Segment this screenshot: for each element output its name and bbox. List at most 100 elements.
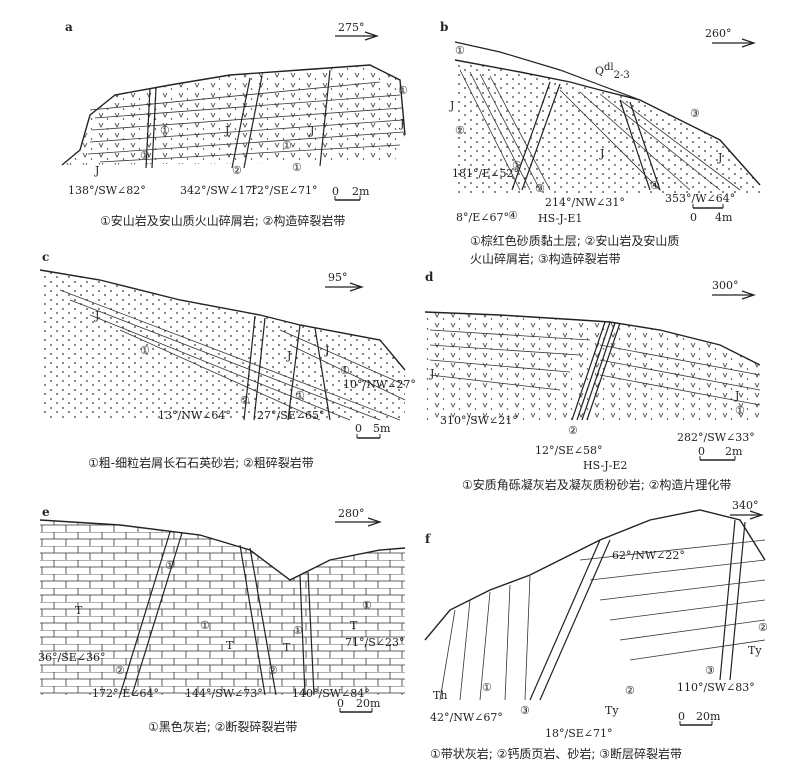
- panel-e-scale-end: 20m: [356, 697, 381, 710]
- panel-b-label: ④: [650, 179, 660, 192]
- panel-e-direction: 280°: [338, 507, 365, 520]
- panel-c-label: ①: [140, 344, 150, 357]
- panel-a-bedding: [87, 81, 405, 163]
- panel-d-shear-zone: [571, 321, 621, 421]
- panel-a-label: J: [95, 164, 100, 177]
- panel-c-scale-end: 5m: [373, 422, 391, 435]
- panel-f-label: Ty: [748, 644, 762, 657]
- panel-d-sample: HS-J-E2: [583, 459, 628, 472]
- panel-d-label: ①: [735, 404, 745, 417]
- panel-e-scale-start: 0: [337, 697, 344, 710]
- panel-b-label: ④: [508, 209, 518, 222]
- panel-c-caption: ①粗-细粒岩屑长石石英砂岩; ②粗碎裂岩带: [88, 456, 314, 470]
- panel-d-bedding: [429, 329, 761, 406]
- panel-f-attitude: 18°/SE∠71°: [545, 727, 613, 740]
- panel-b-scale-end: 4m: [715, 211, 733, 224]
- panel-f-label: ③: [705, 664, 715, 677]
- panel-e-label: ②: [115, 664, 125, 677]
- panel-b-label: J: [718, 151, 723, 164]
- panel-c-direction: 95°: [328, 271, 348, 284]
- panel-a-attitude: 342°/SW∠17°: [180, 184, 258, 197]
- panel-e-label: T: [226, 639, 234, 652]
- panel-a-direction: 275°: [338, 21, 365, 34]
- panel-c-bedding: [59, 289, 406, 421]
- panel-b-sample: HS-J-E1: [538, 212, 583, 225]
- panel-b-label: ①: [455, 44, 465, 57]
- panel-a-letter: a: [65, 20, 73, 34]
- panel-e-faults: [119, 531, 315, 696]
- panel-c-scale-start: 0: [355, 422, 362, 435]
- panel-e-attitude: 144°/SW∠73°: [185, 687, 263, 700]
- panel-b-faults: [511, 81, 661, 191]
- panel-d-label: ②: [568, 424, 578, 437]
- panel-e-caption: ①黑色灰岩; ②断裂碎裂岩带: [148, 720, 298, 734]
- panel-d-scale-bar: [699, 456, 736, 461]
- panel-d-label: J: [735, 389, 740, 402]
- panel-b-direction: 260°: [705, 27, 732, 40]
- panel-b-bedding: [459, 69, 741, 191]
- panel-e-topography: [39, 519, 406, 581]
- panel-c-label: ②: [240, 394, 250, 407]
- panel-a-scale-start: 0: [332, 185, 339, 198]
- panel-a-label: ①: [160, 124, 170, 137]
- panel-c-attitude: 10°/NW∠27°: [343, 378, 416, 391]
- panel-d-label: J: [430, 367, 435, 380]
- panel-f-label: ②: [758, 621, 768, 634]
- panel-f-label: ②: [625, 684, 635, 697]
- panel-f-scale-end: 20m: [696, 710, 721, 723]
- panel-e-label: T: [350, 619, 358, 632]
- panel-e-label: ②: [268, 664, 278, 677]
- panel-f-attitude: 110°/SW∠83°: [677, 681, 755, 694]
- panel-e-label: T: [75, 604, 83, 617]
- panel-d-attitude: 282°/SW∠33°: [677, 431, 755, 444]
- panel-c-label: J: [95, 309, 100, 322]
- panel-e-attitude: 71°/S∠23°: [345, 636, 405, 649]
- panel-c-label: ①: [295, 389, 305, 402]
- panel-f-scale-start: 0: [678, 710, 685, 723]
- panel-f: [424, 509, 766, 726]
- panel-f-label: ③: [520, 704, 530, 717]
- panel-e: [39, 517, 406, 713]
- panel-f-bedding: [439, 539, 766, 701]
- panel-f-label: Ty: [605, 704, 619, 717]
- panel-a-attitude: 12°/SE∠71°: [250, 184, 318, 197]
- panel-d-scale-start: 0: [698, 445, 705, 458]
- panel-d: [424, 290, 761, 461]
- panel-a-label: ②: [232, 164, 242, 177]
- panel-a-label: J: [310, 124, 315, 137]
- panel-c-letter: c: [42, 250, 50, 264]
- panel-f-label: ①: [482, 681, 492, 694]
- panel-a-scale-bar: [334, 196, 361, 201]
- panel-a-label: ①: [398, 84, 408, 97]
- panel-e-attitude: 172°/E∠64°: [92, 687, 159, 700]
- panel-b-caption-line: ①棕红色砂质黏土层; ②安山岩及安山质: [470, 234, 680, 248]
- panel-c-label: J: [325, 344, 330, 357]
- panel-b-label: ③: [690, 107, 700, 120]
- panel-b-scale-start: 0: [690, 211, 697, 224]
- panel-e-attitude: 140°/SW∠84°: [292, 687, 370, 700]
- panel-b-attitude: 214°/NW∠31°: [545, 196, 625, 209]
- panel-e-letter: e: [42, 505, 50, 519]
- panel-e-label: ①: [362, 599, 372, 612]
- panel-a-label: ①: [140, 149, 150, 162]
- panel-b-caption-line: 火山碎屑岩; ③构造碎裂岩带: [470, 252, 621, 266]
- panel-d-attitude: 12°/SE∠58°: [535, 444, 603, 457]
- panel-c-attitude: 27°/SE∠65°: [257, 409, 325, 422]
- panel-c-faults: [243, 315, 331, 421]
- panel-a-faults: [145, 69, 331, 169]
- panel-b-scale-bar: [692, 204, 724, 209]
- panel-d-attitude: 310°/SW∠21°: [440, 414, 518, 427]
- panel-a-attitude: 138°/SW∠82°: [68, 184, 146, 197]
- panel-e-scale-bar: [339, 708, 373, 713]
- panel-e-attitude: 36°/SE∠36°: [38, 651, 106, 664]
- panel-a-label: ①: [282, 139, 292, 152]
- panel-b-attitude: 181°/E∠52°: [452, 167, 519, 180]
- panel-f-scale-bar: [679, 721, 713, 726]
- panel-a-label: ①: [292, 161, 302, 174]
- panel-f-caption: ①带状灰岩; ②钙质页岩、砂岩; ③断层碎裂岩带: [430, 747, 682, 761]
- panel-f-direction: 340°: [732, 499, 759, 512]
- panel-f-attitude: 42°/NW∠67°: [430, 711, 503, 724]
- panel-c: [39, 269, 406, 439]
- panel-b-attitude: 8°/E∠67°: [456, 211, 509, 224]
